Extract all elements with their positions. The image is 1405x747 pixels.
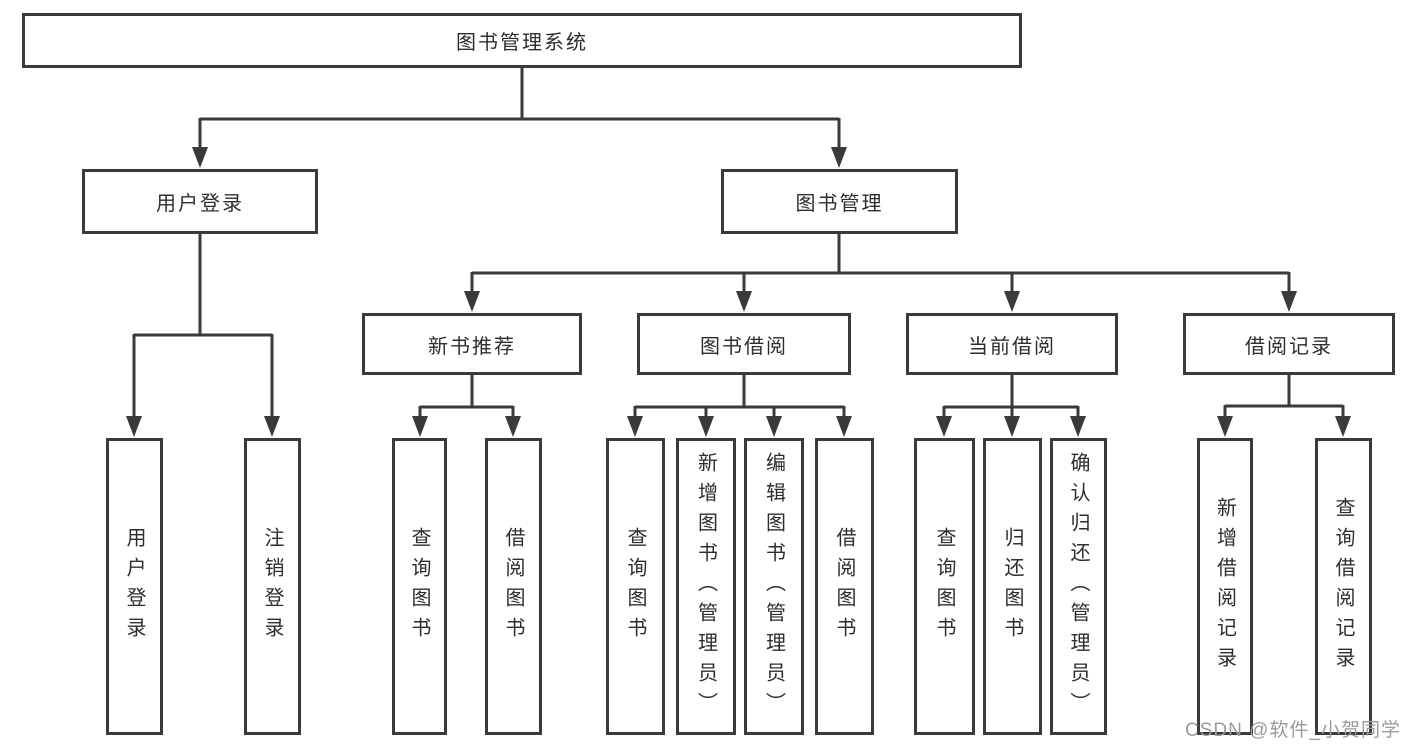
leaf-search-borrow-record-label: 查询借阅记录 xyxy=(1332,496,1354,677)
node-book-borrowing: 图书借阅 xyxy=(637,313,851,375)
node-new-book-recommend: 新书推荐 xyxy=(362,313,582,375)
node-book-management: 图书管理 xyxy=(721,169,958,234)
leaf-return-books: 归还图书 xyxy=(983,438,1042,735)
node-book-management-label: 图书管理 xyxy=(795,193,884,215)
leaf-confirm-return-admin-label: 确认归还（管理员） xyxy=(1067,451,1089,722)
node-library-system: 图书管理系统 xyxy=(22,13,1022,68)
node-user-login: 用户登录 xyxy=(82,169,318,234)
leaf-current-search-books-label: 查询图书 xyxy=(933,526,955,647)
node-user-login-label: 用户登录 xyxy=(156,193,244,215)
node-borrowing-records-label: 借阅记录 xyxy=(1245,335,1333,358)
node-borrowing-records: 借阅记录 xyxy=(1183,313,1395,375)
leaf-return-books-label: 归还图书 xyxy=(1001,526,1023,647)
leaf-recommend-search-books: 查询图书 xyxy=(392,438,447,735)
leaf-add-books-admin: 新增图书（管理员） xyxy=(676,438,736,735)
leaf-current-search-books: 查询图书 xyxy=(914,438,975,735)
leaf-borrow-books-label: 借阅图书 xyxy=(833,526,855,647)
leaf-recommend-search-books-label: 查询图书 xyxy=(408,526,430,647)
leaf-add-borrow-record-label: 新增借阅记录 xyxy=(1213,496,1236,677)
leaf-add-books-admin-label: 新增图书（管理员） xyxy=(694,451,717,722)
leaf-user-login-label: 用户登录 xyxy=(123,526,145,647)
leaf-user-login: 用户登录 xyxy=(106,438,163,735)
node-book-borrowing-label: 图书借阅 xyxy=(700,335,788,358)
leaf-confirm-return-admin: 确认归还（管理员） xyxy=(1050,438,1107,735)
leaf-recommend-borrow-books: 借阅图书 xyxy=(485,438,542,735)
node-library-system-label: 图书管理系统 xyxy=(456,32,588,54)
leaf-borrowing-search-books: 查询图书 xyxy=(606,438,665,735)
leaf-edit-books-admin: 编辑图书（管理员） xyxy=(744,438,804,735)
leaf-edit-books-admin-label: 编辑图书（管理员） xyxy=(762,451,785,722)
node-current-borrowing: 当前借阅 xyxy=(906,313,1118,375)
csdn-watermark: CSDN @软件_小贺同学 xyxy=(1185,720,1401,741)
leaf-add-borrow-record: 新增借阅记录 xyxy=(1197,438,1253,735)
leaf-logout: 注销登录 xyxy=(244,438,301,735)
leaf-logout-label: 注销登录 xyxy=(261,526,283,647)
leaf-search-borrow-record: 查询借阅记录 xyxy=(1315,438,1372,735)
leaf-borrowing-search-books-label: 查询图书 xyxy=(624,526,646,647)
leaf-borrow-books: 借阅图书 xyxy=(815,438,874,735)
node-new-book-recommend-label: 新书推荐 xyxy=(428,335,516,358)
leaf-recommend-borrow-books-label: 借阅图书 xyxy=(502,526,524,647)
node-current-borrowing-label: 当前借阅 xyxy=(968,335,1056,358)
